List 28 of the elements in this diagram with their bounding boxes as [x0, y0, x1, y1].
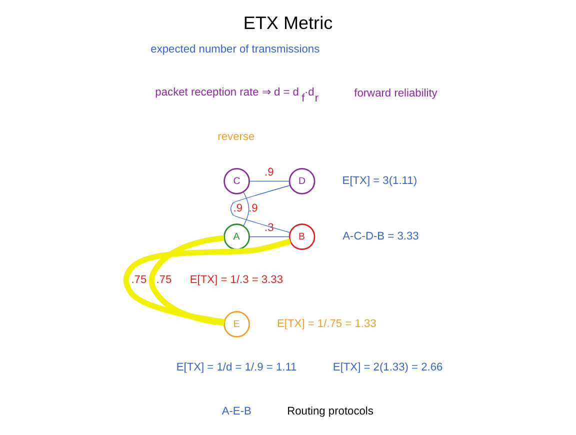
- connector: [248, 236, 290, 237]
- label: E[TX] = 1/.75 = 1.33: [276, 317, 376, 330]
- edge-label: .75: [130, 274, 146, 286]
- node-circle: A: [223, 223, 250, 250]
- connector: [230, 184, 290, 232]
- label: E[TX] = 2(1.33) = 2.66: [332, 361, 442, 374]
- label: reverse: [217, 130, 254, 143]
- connector: [248, 180, 290, 182]
- label: E[TX] = 3(1.11): [342, 174, 417, 186]
- connector: [242, 191, 249, 226]
- edge-label: .9: [264, 166, 274, 178]
- diagram-title: ETX Metric: [242, 12, 332, 32]
- label: A-C-D-B = 3.33: [342, 230, 418, 242]
- label: forward reliability: [354, 86, 437, 99]
- connector: [122, 238, 291, 324]
- label: A-E-B: [221, 404, 251, 417]
- node-circle: E: [223, 310, 250, 337]
- label: E[TX] = 1/.3 = 3.33: [189, 274, 283, 286]
- label: Routing protocols: [286, 404, 373, 417]
- node-circle: B: [288, 223, 315, 250]
- node-circle: D: [288, 168, 315, 194]
- edge-label: .9: [232, 202, 242, 214]
- edge-label: .9: [248, 202, 258, 214]
- connector: [148, 234, 224, 326]
- label: E[TX] = 1/d = 1/.9 = 1.11: [176, 361, 296, 374]
- node-circle: C: [223, 168, 250, 194]
- edge-label: .75: [156, 274, 172, 286]
- label: expected number of transmissions: [150, 43, 320, 56]
